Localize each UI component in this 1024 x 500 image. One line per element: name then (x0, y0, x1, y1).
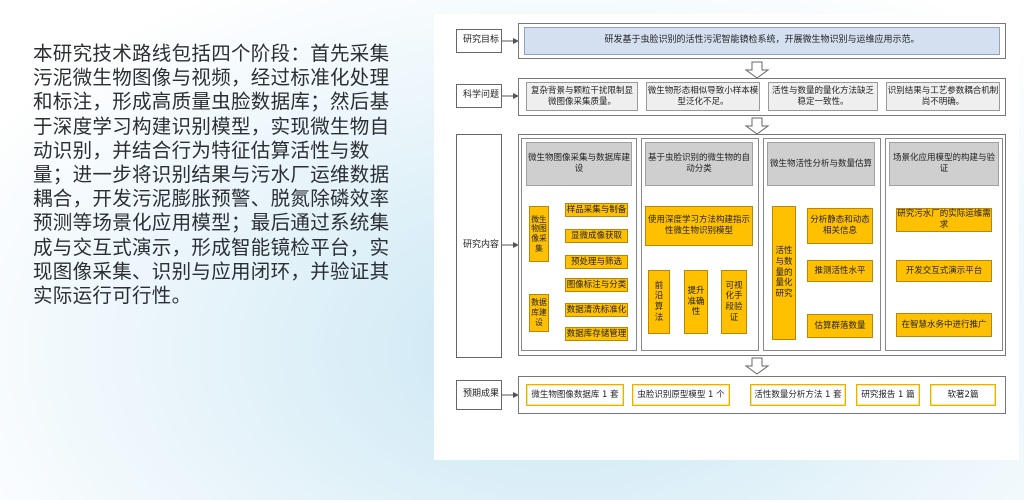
phase-3-item-analysis: 分析静态和动态相关信息 (807, 208, 873, 244)
phase-2-main-model: 使用深度学习方法构建指示性微生物识别模型 (645, 206, 753, 246)
phase-1-group-database: 数据库建设 (529, 294, 549, 332)
phase-1-item-imaging: 显微成像获取 (565, 229, 628, 243)
phase-2-sub-algorithm: 前沿算法 (648, 270, 670, 334)
row-label-research-goal: 研究目标 (456, 29, 502, 53)
phase-3-side-quantify: 活性与数量的量化研究 (772, 206, 796, 340)
phase-1-item-storage: 数据库存储管理 (565, 327, 628, 341)
phase-2-sub-visual: 可视化手段验证 (721, 270, 747, 334)
goal-box: 研发基于虫脸识别的活性污泥智能镜检系统，开展微生物识别与运维应用示范。 (524, 27, 1000, 55)
phase-1-group-image-collection: 微生物图像采集 (529, 206, 549, 262)
problem-box-4: 识别结果与工艺参数耦合机制尚不明确。 (886, 82, 1000, 111)
phase-1-item-sample-prep: 样品采集与制备 (565, 203, 628, 217)
row-label-scientific-question: 科学问题 (456, 84, 502, 108)
phase-1-item-annotation: 图像标注与分类 (565, 278, 628, 292)
phase-1-item-cleaning: 数据清洗标准化 (565, 303, 628, 317)
row-label-expected-outcome: 预期成果 (456, 380, 502, 410)
phase-3-title: 微生物活性分析与数量估算 (767, 142, 875, 186)
problem-box-1: 复杂背景与颗粒干扰限制显微图像采集质量。 (526, 82, 638, 111)
outcome-model: 虫脸识别原型模型 1 个 (632, 384, 730, 406)
phase-1-item-preprocess: 预处理与筛选 (565, 255, 628, 269)
description-paragraph: 本研究技术路线包括四个阶段：首先采集污泥微生物图像与视频，经过标准化处理和标注，… (33, 42, 390, 308)
phase-4-title: 场景化应用模型的构建与验证 (889, 142, 999, 186)
phase-1-title: 微生物图像采集与数据库建设 (526, 142, 632, 186)
phase-4-item-promotion: 在智慧水务中进行推广 (896, 313, 992, 337)
outcome-database: 微生物图像数据库 1 套 (526, 384, 624, 406)
technical-roadmap-diagram: 研究目标 科学问题 研究内容 预期成果 研发基于虫脸识别的活性污泥智能镜检系统，… (434, 14, 1019, 460)
row-label-research-content: 研究内容 (456, 134, 502, 358)
phase-2-sub-accuracy: 提升准确性 (684, 270, 708, 334)
phase-4-item-needs: 研究污水厂的实际运维需求 (896, 208, 992, 232)
phase-2-title: 基于虫脸识别的微生物的自动分类 (645, 142, 753, 186)
outcome-report: 研究报告 1 篇 (856, 384, 920, 406)
problem-box-2: 微生物形态相似导致小样本模型泛化不足。 (646, 82, 760, 111)
phase-3-item-activity: 推测活性水平 (807, 260, 873, 282)
phase-4-item-platform: 开发交互式演示平台 (896, 260, 992, 282)
phase-3-item-count: 估算群落数量 (807, 314, 873, 338)
outcome-software: 软著2篇 (930, 384, 996, 406)
outcome-method: 活性数量分析方法 1 套 (750, 384, 846, 406)
problem-box-3: 活性与数量的量化方法缺乏稳定一致性。 (768, 82, 878, 111)
